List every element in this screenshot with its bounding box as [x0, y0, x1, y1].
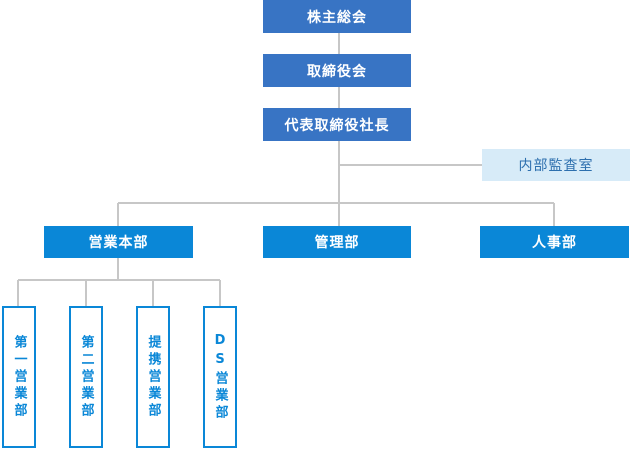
- internal-audit-label: 内部監査室: [518, 158, 594, 174]
- president-box: 代表取締役社長: [263, 108, 411, 141]
- first-sales-division-box: 第一営業部: [2, 306, 36, 448]
- hr-box: 人事部: [480, 226, 629, 258]
- internal-audit-box: 内部監査室: [482, 149, 630, 181]
- sales-hq-label: 営業本部: [88, 235, 149, 251]
- second-sales-division-box: 第二営業部: [69, 306, 103, 448]
- hr-label: 人事部: [532, 235, 577, 251]
- shareholders-meeting-box: 株主総会: [263, 0, 411, 33]
- president-label: 代表取締役社長: [284, 117, 390, 134]
- board-of-directors-box: 取締役会: [263, 54, 411, 87]
- alliance-sales-division-label: 提携営業部: [145, 334, 161, 420]
- first-sales-division-label: 第一営業部: [11, 334, 27, 420]
- shareholders-meeting-label: 株主総会: [307, 9, 367, 26]
- sales-hq-box: 営業本部: [44, 226, 193, 258]
- alliance-sales-division-box: 提携営業部: [136, 306, 170, 448]
- board-of-directors-label: 取締役会: [307, 63, 367, 80]
- ds-sales-division-label: DS営業部: [212, 332, 228, 422]
- management-box: 管理部: [263, 226, 411, 258]
- management-label: 管理部: [314, 235, 360, 251]
- ds-sales-division-box: DS営業部: [203, 306, 237, 448]
- second-sales-division-label: 第二営業部: [78, 334, 94, 420]
